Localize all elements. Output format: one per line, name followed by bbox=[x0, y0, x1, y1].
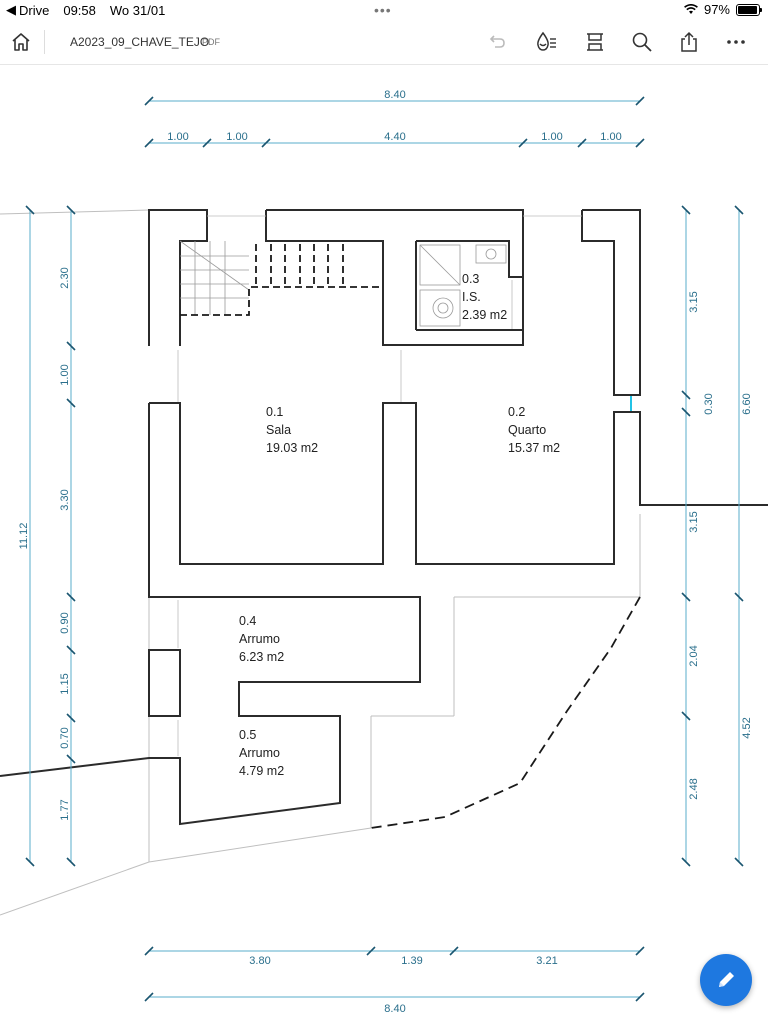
room-number: 0.4 bbox=[239, 614, 256, 628]
document-title: A2023_09_CHAVE_TEJO bbox=[70, 35, 210, 49]
room-label-arrumo-1: 0.4 Arrumo 6.23 m2 bbox=[239, 614, 284, 664]
room-number: 0.5 bbox=[239, 728, 256, 742]
dashed-boundary bbox=[370, 596, 641, 829]
dim-bottom-seg-3: 3.21 bbox=[536, 955, 557, 967]
room-label-sala: 0.1 Sala 19.03 m2 bbox=[266, 405, 318, 455]
room-area: 4.79 m2 bbox=[239, 764, 284, 778]
room-label-arrumo-2: 0.5 Arrumo 4.79 m2 bbox=[239, 728, 284, 778]
site-lines bbox=[0, 209, 641, 916]
document-type-label: PDF bbox=[202, 37, 220, 47]
dim-bottom-seg-1: 3.80 bbox=[249, 955, 270, 967]
room-number: 0.2 bbox=[508, 405, 525, 419]
room-name: Arrumo bbox=[239, 632, 280, 646]
dim-right-inner-1: 3.15 bbox=[688, 291, 700, 312]
wifi-icon bbox=[684, 4, 698, 14]
dim-top-seg-3: 4.40 bbox=[384, 131, 405, 143]
share-icon[interactable] bbox=[678, 31, 700, 53]
room-label-is: 0.3 I.S. 2.39 m2 bbox=[462, 272, 507, 322]
dim-right-outer-1: 6.60 bbox=[741, 393, 753, 414]
search-icon[interactable] bbox=[631, 31, 653, 53]
dim-top-seg-2: 1.00 bbox=[226, 131, 247, 143]
dim-right-inner-4: 2.04 bbox=[688, 645, 700, 666]
layout-icon[interactable] bbox=[584, 31, 606, 53]
dim-top-seg-5: 1.00 bbox=[600, 131, 621, 143]
room-name: Quarto bbox=[508, 423, 546, 437]
dimension-lines bbox=[29, 100, 740, 998]
stair-dashed-outline bbox=[180, 244, 383, 316]
dim-top-seg-4: 1.00 bbox=[541, 131, 562, 143]
room-area: 6.23 m2 bbox=[239, 650, 284, 664]
dim-left-seg-5: 1.15 bbox=[59, 673, 71, 694]
status-time: 09:58 bbox=[63, 2, 96, 18]
dim-top-seg-1: 1.00 bbox=[167, 131, 188, 143]
home-icon[interactable] bbox=[10, 31, 32, 53]
bathroom-fixtures bbox=[419, 244, 507, 327]
openings bbox=[177, 215, 582, 756]
document-toolbar: A2023_09_CHAVE_TEJO PDF bbox=[0, 20, 768, 65]
room-area: 15.37 m2 bbox=[508, 441, 560, 455]
ink-icon[interactable] bbox=[535, 31, 557, 53]
edit-fab-button[interactable] bbox=[700, 954, 752, 1006]
pencil-icon bbox=[719, 972, 734, 987]
dim-left-seg-6: 0.70 bbox=[59, 727, 71, 748]
back-app-label: Drive bbox=[19, 2, 50, 18]
battery-percent: 97% bbox=[703, 2, 730, 17]
dim-top-total: 8.40 bbox=[384, 89, 405, 101]
back-arrow-icon: ◀ bbox=[6, 2, 16, 17]
dim-bottom-seg-2: 1.39 bbox=[401, 955, 422, 967]
status-bar: ◀ Drive 09:58 Wo 31/01 ••• 97% bbox=[0, 0, 768, 20]
room-label-quarto: 0.2 Quarto 15.37 m2 bbox=[508, 405, 560, 455]
dim-left-seg-4: 0.90 bbox=[59, 612, 71, 633]
more-icon[interactable] bbox=[725, 31, 747, 53]
dim-left-overall: 11.12 bbox=[18, 523, 30, 550]
status-date: Wo 31/01 bbox=[109, 2, 166, 18]
dim-left-seg-2: 1.00 bbox=[59, 364, 71, 385]
dim-bottom-total: 8.40 bbox=[384, 1003, 405, 1015]
dim-left-seg-3: 3.30 bbox=[59, 489, 71, 510]
multitask-dots-icon[interactable]: ••• bbox=[374, 2, 392, 18]
room-name: Sala bbox=[266, 423, 291, 437]
undo-icon[interactable] bbox=[486, 31, 508, 53]
dim-right-inner-5: 2.48 bbox=[688, 778, 700, 799]
staircase bbox=[179, 240, 250, 315]
battery-icon bbox=[736, 3, 762, 16]
dim-left-seg-1: 2.30 bbox=[59, 267, 71, 288]
dim-left-seg-7: 1.77 bbox=[59, 799, 71, 820]
room-area: 19.03 m2 bbox=[266, 441, 318, 455]
dim-right-outer-2: 4.52 bbox=[741, 717, 753, 738]
room-area: 2.39 m2 bbox=[462, 308, 507, 322]
dimension-ticks bbox=[25, 96, 744, 1002]
room-name: I.S. bbox=[462, 290, 481, 304]
back-to-app[interactable]: ◀ Drive bbox=[6, 2, 49, 18]
walls bbox=[0, 209, 768, 826]
room-number: 0.3 bbox=[462, 272, 479, 286]
dim-right-inner-2: 0.30 bbox=[703, 393, 715, 414]
toolbar-divider bbox=[44, 30, 45, 54]
room-number: 0.1 bbox=[266, 405, 283, 419]
dim-right-inner-3: 3.15 bbox=[688, 511, 700, 532]
room-name: Arrumo bbox=[239, 746, 280, 760]
